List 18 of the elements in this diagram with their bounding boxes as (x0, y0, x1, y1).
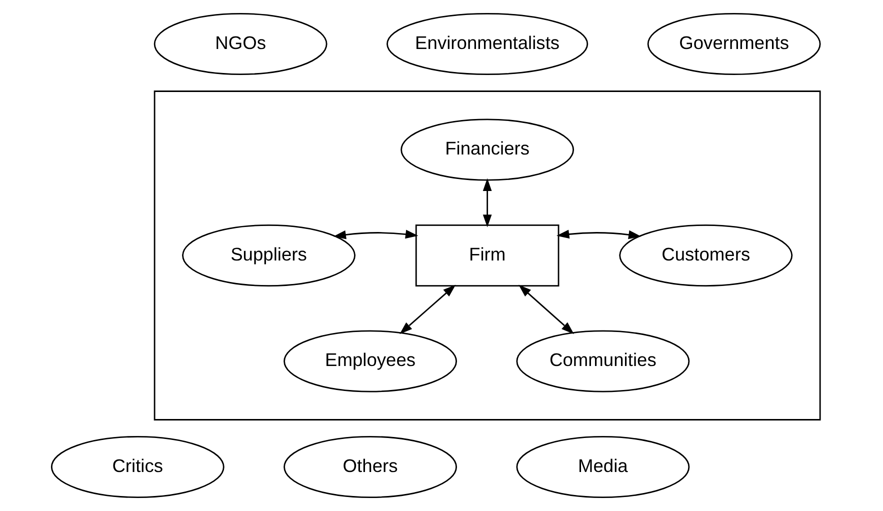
arrow (518, 284, 574, 334)
node-ellipse: Suppliers (182, 224, 356, 287)
node-ellipse: Communities (516, 330, 690, 392)
node-ellipse: Critics (50, 436, 224, 498)
node-ellipse: Customers (619, 224, 793, 287)
node-ellipse: Environmentalists (386, 12, 588, 76)
node-ellipse: NGOs (154, 12, 328, 76)
node-ellipse: Financiers (400, 118, 574, 181)
arrow (482, 178, 492, 228)
node-ellipse: Media (516, 436, 690, 498)
arrow (400, 284, 456, 334)
node-ellipse: Others (284, 436, 457, 498)
arrow (556, 230, 642, 240)
arrow (333, 230, 418, 240)
node-ellipse: Governments (647, 12, 821, 76)
cluster (154, 90, 821, 420)
node-box: Firm (415, 224, 560, 287)
node-ellipse: Employees (284, 330, 457, 392)
